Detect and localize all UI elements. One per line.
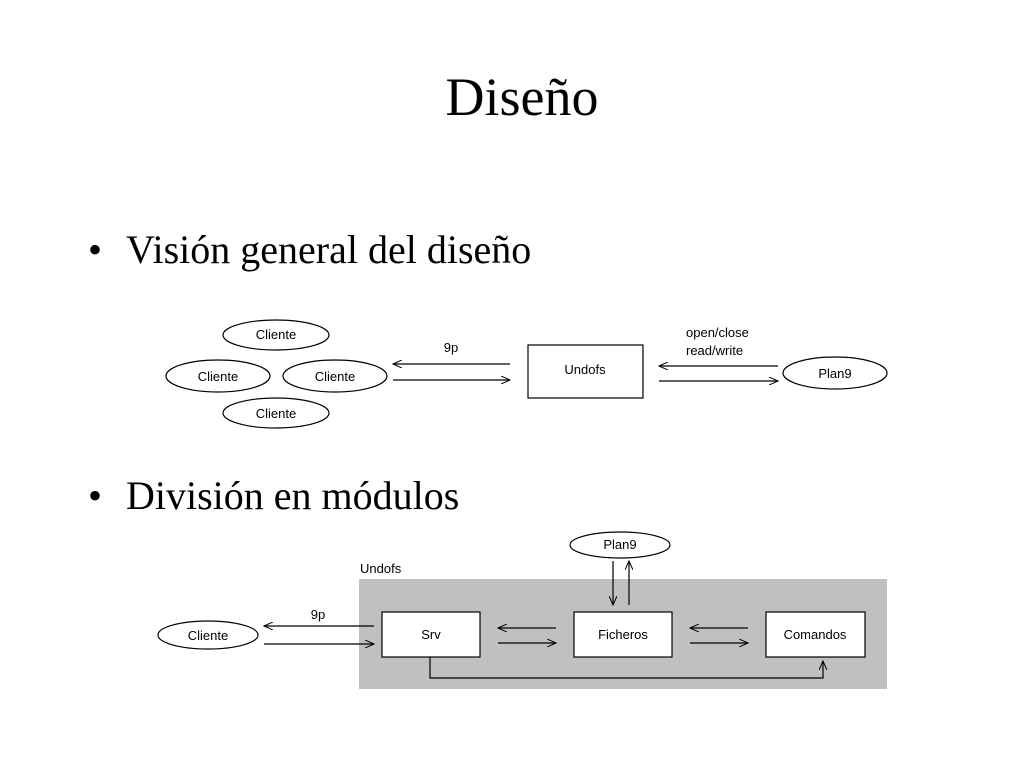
arrow-srv-to-comandos (429, 657, 823, 679)
srv-box-label: Srv (421, 627, 441, 642)
comandos-box (765, 611, 866, 658)
bullet-dot: • (88, 473, 103, 518)
client-node-bottom-label: Cliente (256, 406, 296, 421)
client-node-left (165, 359, 271, 393)
client-node-top-label: Cliente (256, 327, 296, 342)
client-node-bottom (222, 397, 330, 429)
plan9-node-overview (782, 356, 888, 390)
bullet-overview: • Visión general del diseño (88, 226, 531, 273)
ops-label-line1: open/close (686, 325, 749, 340)
undofs-container-label: Undofs (360, 561, 402, 576)
ficheros-box (573, 611, 673, 658)
client-node-left-label: Cliente (198, 369, 238, 384)
bullet-modules-text: División en módulos (126, 473, 460, 518)
ficheros-box-label: Ficheros (598, 627, 648, 642)
client-node-right-label: Cliente (315, 369, 355, 384)
undofs-box-label: Undofs (564, 362, 606, 377)
client-node-top (222, 319, 330, 351)
slide-title: Diseño (445, 67, 599, 127)
plan9-node-modules-label: Plan9 (603, 537, 636, 552)
protocol-label-overview: 9p (444, 340, 458, 355)
client-node-modules-label: Cliente (188, 628, 228, 643)
protocol-label-modules: 9p (311, 607, 325, 622)
plan9-node-modules (569, 531, 671, 559)
client-node-modules (157, 620, 259, 650)
bullet-modules: • División en módulos (88, 472, 459, 519)
client-node-right (282, 359, 388, 393)
bullet-overview-text: Visión general del diseño (126, 227, 532, 272)
comandos-box-label: Comandos (784, 627, 847, 642)
bullet-dot: • (88, 227, 103, 272)
plan9-node-overview-label: Plan9 (818, 366, 851, 381)
srv-box (381, 611, 481, 658)
ops-label-line2: read/write (686, 343, 743, 358)
undofs-box (527, 344, 644, 399)
